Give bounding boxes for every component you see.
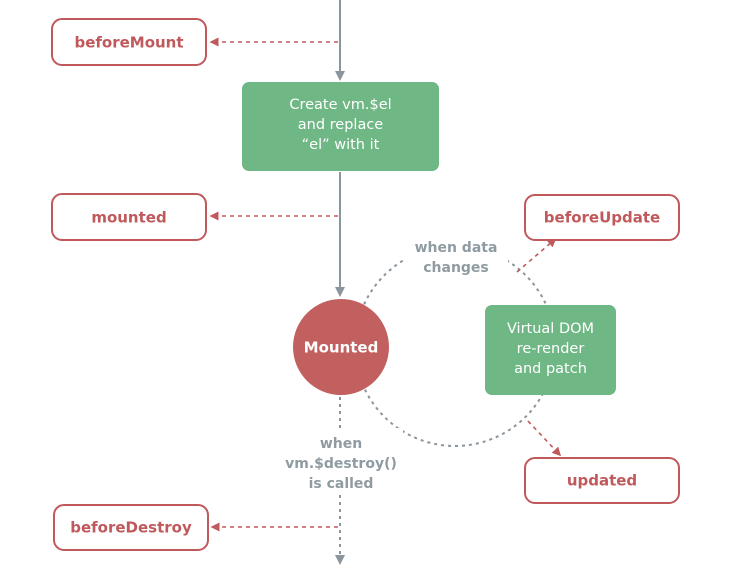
note-destroy-called: when vm.$destroy() is called — [279, 428, 403, 492]
state-mounted-label: Mounted — [304, 339, 379, 357]
note-data-changes-line-2: changes — [423, 260, 489, 276]
hook-before-update-label: beforeUpdate — [544, 209, 660, 227]
hook-before-update: beforeUpdate — [524, 194, 680, 241]
note-destroy-line-1: when — [320, 436, 362, 452]
hook-updated: updated — [524, 457, 680, 504]
state-mounted: Mounted — [293, 299, 389, 395]
step-virtual-dom-line-1: Virtual DOM — [507, 321, 594, 337]
note-destroy-line-3: is called — [309, 476, 374, 492]
step-create-el: Create vm.$el and replace “el” with it — [242, 82, 439, 171]
note-data-changes-line-1: when data — [415, 240, 498, 256]
step-create-el-line-2: and replace — [298, 117, 384, 133]
step-virtual-dom: Virtual DOM re-render and patch — [485, 305, 616, 395]
step-virtual-dom-line-2: re-render — [517, 341, 585, 357]
step-virtual-dom-line-3: and patch — [514, 361, 587, 377]
hook-before-mount: beforeMount — [51, 18, 207, 66]
step-create-el-line-1: Create vm.$el — [289, 97, 391, 113]
note-destroy-line-2: vm.$destroy() — [285, 456, 397, 472]
hook-updated-label: updated — [567, 472, 637, 490]
step-create-el-line-3: “el” with it — [302, 137, 380, 153]
note-mask-data-changes — [404, 236, 508, 278]
arrow-to-updated — [527, 420, 562, 457]
hook-mounted-label: mounted — [91, 209, 166, 227]
hook-before-destroy: beforeDestroy — [53, 504, 209, 551]
hook-mounted: mounted — [51, 193, 207, 241]
note-data-changes: when data changes — [415, 240, 498, 276]
hook-before-destroy-label: beforeDestroy — [70, 519, 192, 537]
hook-before-mount-label: beforeMount — [74, 34, 183, 52]
arrow-to-before-update — [516, 238, 557, 273]
